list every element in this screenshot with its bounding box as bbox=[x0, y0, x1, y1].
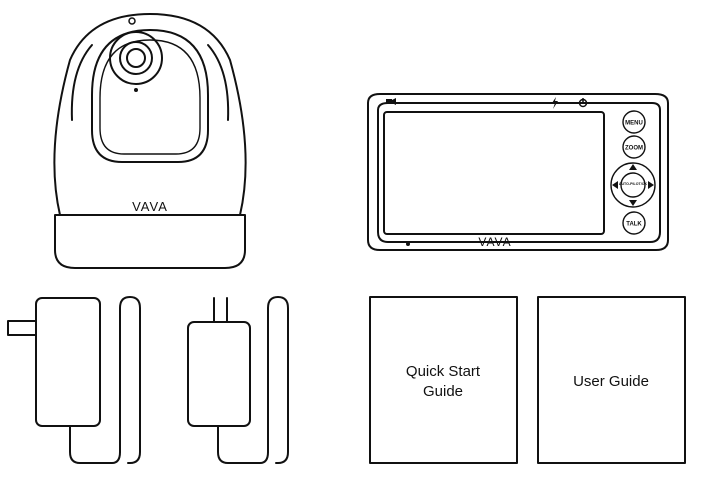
camera-face bbox=[91, 29, 209, 163]
zoom-button[interactable] bbox=[622, 135, 646, 159]
arrow-up-icon[interactable] bbox=[629, 164, 637, 170]
zoom-button-label: ZOOM bbox=[625, 146, 643, 152]
camera-body bbox=[53, 13, 247, 216]
menu-button[interactable] bbox=[622, 110, 646, 134]
lightning-icon bbox=[552, 97, 558, 109]
arrow-right-icon[interactable] bbox=[648, 181, 654, 189]
parent-monitor: MENU ZOOM AUTO-PILOT/OK TALK VAVA bbox=[367, 93, 669, 251]
quick-start-guide: Quick Start Guide bbox=[369, 296, 518, 464]
camera-lens-outer bbox=[109, 31, 163, 85]
power-adapter-2 bbox=[187, 296, 289, 464]
talk-button-label: TALK bbox=[626, 222, 642, 228]
user-guide: User Guide bbox=[537, 296, 686, 464]
ok-button-label: AUTO-PILOT/OK bbox=[619, 182, 648, 186]
talk-button[interactable] bbox=[622, 211, 646, 235]
camera-arm-left bbox=[70, 44, 93, 121]
monitor-brand-label: VAVA bbox=[478, 235, 511, 249]
arrow-down-icon[interactable] bbox=[629, 200, 637, 206]
adapter-2-plug bbox=[213, 297, 228, 323]
dpad-ring bbox=[610, 162, 656, 208]
camera-arm-right bbox=[207, 44, 230, 121]
adapter-1-cable-loop bbox=[119, 296, 141, 464]
adapter-2-cable bbox=[217, 425, 269, 464]
monitor-screen bbox=[383, 111, 605, 235]
adapter-1-body bbox=[35, 297, 101, 427]
camera-indicator-dot bbox=[134, 88, 138, 92]
camera-base bbox=[54, 214, 246, 269]
camera-lens-middle bbox=[119, 41, 153, 75]
baby-camera: VAVA bbox=[53, 13, 247, 269]
adapter-1-cable bbox=[69, 425, 121, 464]
ok-button[interactable] bbox=[620, 172, 646, 198]
menu-button-label: MENU bbox=[625, 121, 643, 127]
power-adapter-1 bbox=[7, 296, 141, 464]
adapter-2-cable-loop bbox=[267, 296, 289, 464]
camera-brand-label: VAVA bbox=[132, 199, 168, 214]
adapter-2-body bbox=[187, 321, 251, 427]
adapter-1-plug-prongs bbox=[7, 320, 37, 336]
camera-lens-inner bbox=[126, 48, 146, 68]
user-guide-title: User Guide bbox=[573, 373, 649, 390]
camera-face-inner bbox=[99, 39, 201, 155]
quick-start-guide-cover bbox=[369, 296, 518, 464]
quick-start-guide-title-line1: Quick Start bbox=[406, 363, 481, 380]
monitor-shell bbox=[367, 93, 669, 251]
camera-light-sensor bbox=[128, 17, 136, 25]
arrow-left-icon[interactable] bbox=[612, 181, 618, 189]
camera-icon bbox=[386, 98, 396, 105]
monitor-mic-dot bbox=[406, 242, 410, 246]
quick-start-guide-title-line2: Guide bbox=[423, 383, 463, 400]
power-icon bbox=[578, 98, 588, 108]
monitor-front bbox=[377, 102, 661, 243]
user-guide-cover bbox=[537, 296, 686, 464]
